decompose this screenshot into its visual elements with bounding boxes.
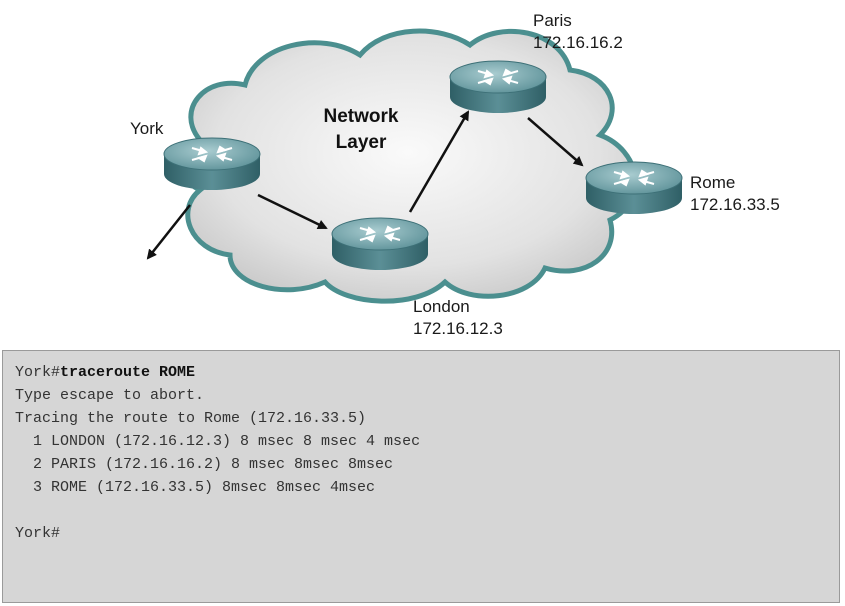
router-paris-icon — [449, 60, 547, 114]
london-label: London 172.16.12.3 — [413, 296, 503, 340]
terminal-prompt: York# — [15, 364, 61, 381]
cloud-label-line-1: Network — [323, 106, 399, 127]
arrow-york-london — [257, 193, 328, 230]
terminal-line: 3 ROME (172.16.33.5) 8msec 8msec 4msec — [15, 479, 376, 496]
terminal-line: 2 PARIS (172.16.16.2) 8 msec 8msec 8msec — [15, 456, 394, 473]
terminal-command: traceroute ROME — [60, 364, 196, 381]
york-name: York — [130, 119, 164, 138]
route-arrows — [146, 110, 584, 260]
arrow-paris-rome — [527, 117, 584, 167]
arrow-york-out — [146, 204, 191, 260]
london-ip: 172.16.12.3 — [413, 319, 503, 338]
network-diagram — [146, 28, 683, 304]
router-london-icon — [331, 217, 429, 271]
paris-ip: 172.16.16.2 — [533, 33, 623, 52]
router-york-icon — [163, 137, 261, 191]
cloud-label: Network Layer — [296, 104, 426, 156]
rome-name: Rome — [690, 173, 736, 192]
rome-ip: 172.16.33.5 — [690, 195, 780, 214]
paris-name: Paris — [533, 11, 572, 30]
paris-label: Paris 172.16.16.2 — [533, 10, 623, 54]
terminal-line: 1 LONDON (172.16.12.3) 8 msec 8 msec 4 m… — [15, 433, 421, 450]
terminal-command-line: York#traceroute ROME — [15, 361, 839, 384]
terminal-line: York# — [15, 525, 61, 542]
router-rome-icon — [585, 161, 683, 215]
terminal-line — [15, 499, 839, 522]
rome-label: Rome 172.16.33.5 — [690, 172, 780, 216]
cloud-label-line-2: Layer — [335, 132, 387, 153]
terminal-line: Tracing the route to Rome (172.16.33.5) — [15, 410, 367, 427]
terminal-output: York#traceroute ROME Type escape to abor… — [2, 350, 840, 603]
terminal-line: Type escape to abort. — [15, 387, 205, 404]
york-label: York — [130, 118, 163, 140]
arrow-london-paris — [408, 110, 470, 213]
london-name: London — [413, 297, 470, 316]
